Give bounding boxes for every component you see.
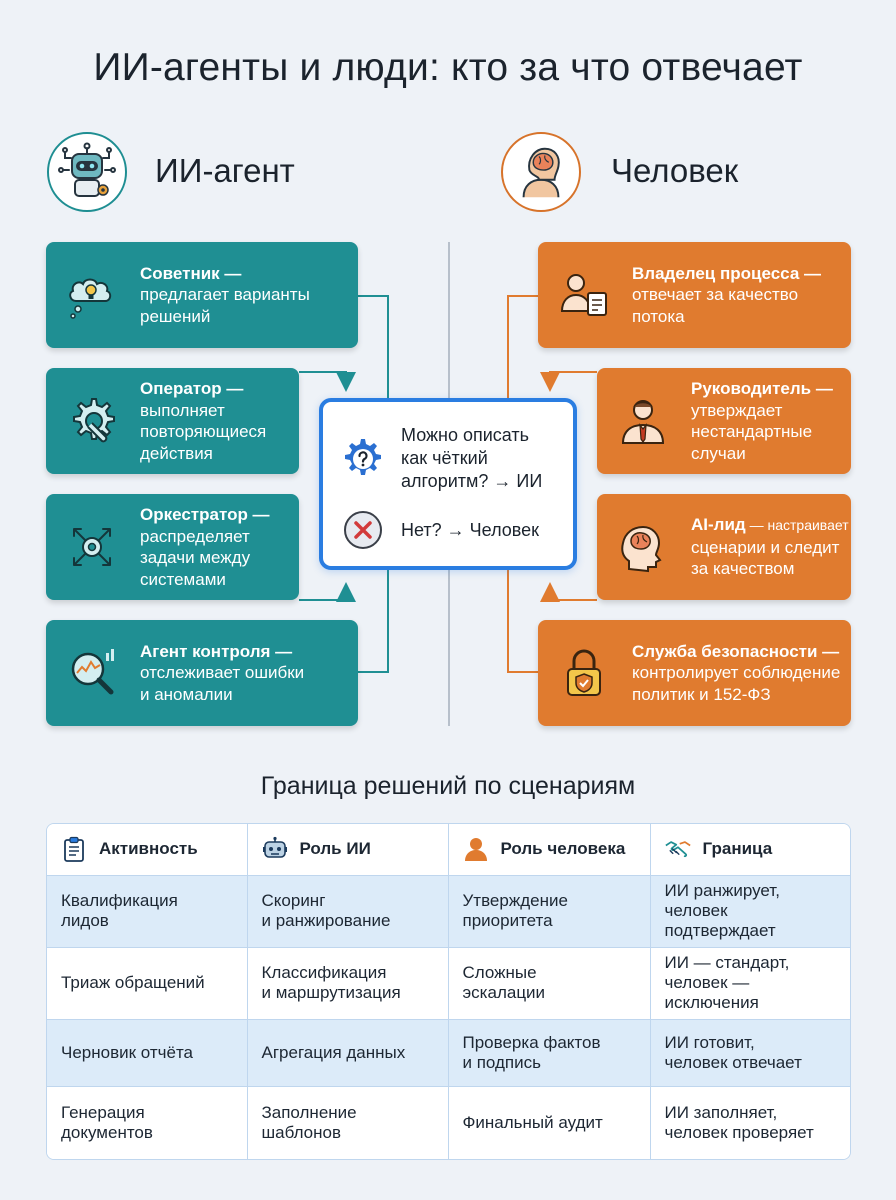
operator-desc-3: действия: [140, 443, 213, 463]
control-title: Агент контроля —: [140, 641, 293, 661]
human-role-card-security: Служба безопасности — контролирует соблю…: [538, 620, 851, 726]
operator-desc-1: выполняет: [140, 400, 225, 420]
decision-yes-line-3: алгоритм? → ИИ: [401, 471, 543, 491]
robot-head-icon: [262, 836, 288, 862]
control-desc-1: отслеживает ошибки: [140, 663, 305, 683]
padlock-shield-icon: [552, 641, 616, 705]
ai-lead-title-suffix: — настраивает: [745, 517, 849, 534]
decision-yes-line-2: как чёткий: [401, 448, 488, 468]
orchestrator-desc-1: распределяет: [140, 526, 250, 546]
owner-desc-1: отвечает за качество: [632, 285, 799, 305]
table-header-row: Активность Роль ИИ: [47, 824, 850, 876]
table-header-boundary: Граница: [650, 824, 850, 876]
security-desc-2: политик и 152-ФЗ: [632, 684, 771, 704]
table-row: Черновик отчёта Агрегация данных Проверк…: [47, 1019, 850, 1087]
manager-desc-1: утверждает: [691, 400, 783, 420]
table-cell: ИИ заполняет,человек проверяет: [650, 1086, 850, 1159]
clipboard-icon: [61, 836, 87, 863]
table-header-ai-role: Роль ИИ: [247, 824, 449, 876]
table-cell: Триаж обращений: [47, 947, 248, 1020]
security-desc-1: контролирует соблюдение: [632, 663, 841, 683]
advisor-desc-2: решений: [140, 306, 211, 326]
owner-title: Владелец процесса —: [632, 263, 821, 283]
manager-icon: [611, 389, 675, 453]
orchestrator-desc-3: системами: [140, 569, 226, 589]
page-title: ИИ-агенты и люди: кто за что отвечает: [93, 46, 803, 89]
control-desc-2: и аномалии: [140, 684, 233, 704]
table-cell: Финальный аудит: [448, 1086, 651, 1159]
human-role-card-manager: Руководитель — утверждает нестандартные …: [597, 368, 851, 474]
ai-lead-desc-2: за качеством: [691, 559, 795, 579]
table-header-human-role-label: Роль человека: [500, 839, 626, 859]
human-role-card-ai-lead: AI-лид — настраивает сценарии и следит з…: [597, 494, 851, 600]
manager-desc-2: нестандартные: [691, 422, 813, 441]
ai-role-card-operator: Оператор — выполняет повторяющиеся дейст…: [46, 368, 299, 474]
orchestrator-title: Оркестратор —: [140, 505, 270, 524]
ai-agent-column-label: ИИ-агент: [155, 152, 295, 189]
advisor-title: Советник —: [140, 263, 242, 283]
decision-boundary-table: Активность Роль ИИ: [46, 823, 851, 1160]
ai-role-card-advisor: Советник — предлагает варианты решений: [46, 242, 358, 348]
table-header-activity-label: Активность: [99, 839, 198, 859]
thought-bulb-icon: [60, 263, 124, 327]
human-column-label: Человек: [611, 152, 739, 189]
table-header-ai-role-label: Роль ИИ: [299, 839, 371, 859]
person-icon: [463, 836, 489, 862]
process-owner-icon: [552, 263, 616, 327]
table-cell: Черновик отчёта: [47, 1019, 248, 1087]
gear-wrench-icon: [60, 389, 124, 453]
human-role-card-owner: Владелец процесса — отвечает за качество…: [538, 242, 851, 348]
decision-no-text: Нет? → Человек: [401, 519, 540, 540]
ai-lead-desc-1: сценарии и следит: [691, 537, 840, 557]
operator-desc-2: повторяющиеся: [140, 422, 267, 441]
cross-circle-icon: [341, 508, 385, 552]
decision-box: Можно описать как чёткий алгоритм? → ИИ …: [319, 398, 577, 570]
section-title: Граница решений по сценариям: [260, 772, 636, 800]
table-header-boundary-label: Граница: [702, 839, 773, 859]
decision-yes-line-1: Можно описать: [401, 425, 530, 445]
manager-desc-3: случаи: [691, 443, 746, 463]
operator-title: Оператор —: [140, 379, 244, 398]
table-cell: ИИ — стандарт,человек —исключения: [650, 947, 850, 1020]
advisor-desc-1: предлагает варианты: [140, 285, 310, 305]
orchestrator-desc-2: задачи между: [140, 548, 251, 567]
owner-desc-2: потока: [632, 306, 685, 326]
magnifier-chart-icon: [60, 641, 124, 705]
robot-icon: [47, 132, 127, 212]
gear-question-icon: [341, 437, 385, 481]
ai-role-card-control: Агент контроля — отслеживает ошибки и ан…: [46, 620, 358, 726]
ai-role-card-orchestrator: Оркестратор — распределяет задачи между …: [46, 494, 299, 600]
table-cell: ИИ готовит,человек отвечает: [650, 1019, 850, 1087]
table-cell: Агрегация данных: [247, 1019, 449, 1087]
human-brain-icon: [501, 132, 581, 212]
table-header-activity: Активность: [47, 824, 248, 876]
brain-head-icon: [611, 515, 675, 579]
handshake-icon: [664, 836, 691, 862]
table-header-human-role: Роль человека: [448, 824, 651, 876]
security-title: Служба безопасности —: [632, 641, 840, 661]
manager-title: Руководитель —: [691, 379, 833, 398]
ai-lead-title: AI-лид: [691, 515, 746, 535]
orchestration-gear-icon: [60, 515, 124, 579]
